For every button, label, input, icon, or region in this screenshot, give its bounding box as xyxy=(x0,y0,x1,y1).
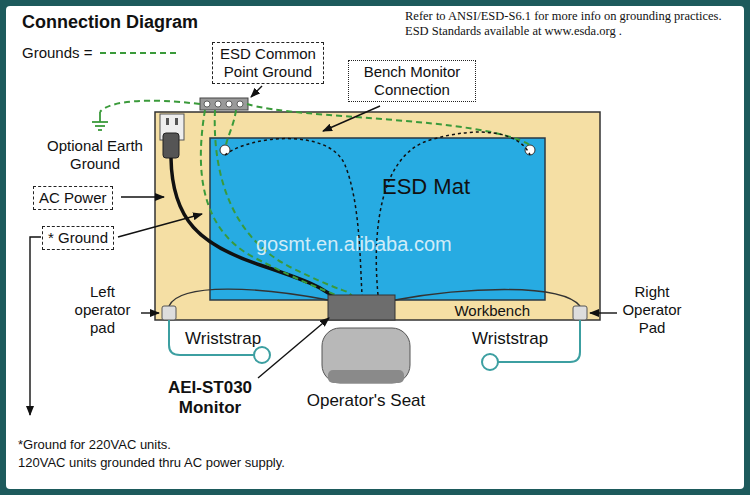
operator-pad xyxy=(573,306,587,320)
wriststrap-label: Wriststrap xyxy=(472,329,548,349)
outlet-slot xyxy=(175,118,178,125)
monitor-leads xyxy=(225,132,530,295)
node-text: ESD Mat xyxy=(382,174,470,200)
watermark: gosmt.en.alibaba.com xyxy=(256,232,452,256)
callout-box: Bench Monitor Connection xyxy=(348,60,476,102)
callout-box: ESD Common Point Ground xyxy=(212,42,324,84)
wriststrap-label: Wriststrap xyxy=(185,329,261,349)
seat-base xyxy=(328,370,404,383)
ground-jack xyxy=(226,101,232,107)
monitor xyxy=(328,295,395,320)
legend-text: Grounds = xyxy=(22,44,92,61)
ground-bar xyxy=(200,98,248,110)
legend-row: Grounds = xyxy=(22,44,182,61)
ground-wires xyxy=(100,101,530,296)
callout-box: * Ground xyxy=(42,226,114,250)
operator-pad xyxy=(162,306,176,320)
workbench: Workbench ESD Mat xyxy=(155,112,600,320)
monitor-label: AEI-ST030 Monitor xyxy=(140,378,280,419)
mat-snap xyxy=(220,145,230,155)
callout-arrows xyxy=(30,86,617,415)
ground-jack xyxy=(237,101,243,107)
node-text: AC Power xyxy=(39,189,107,207)
footnote: 120VAC units grounded thru AC power supp… xyxy=(18,455,285,471)
ground-jack xyxy=(215,101,221,107)
node-text: Bench Monitor Connection xyxy=(354,63,470,99)
panel xyxy=(6,6,744,489)
outlet-slot xyxy=(166,118,169,125)
node-text: ESD Common Point Ground xyxy=(218,45,318,81)
reference-note: Refer to ANSI/ESD-S6.1 for more info on … xyxy=(405,9,740,39)
seat-label: Operator's Seat xyxy=(298,391,434,411)
pad-label: Right Operator Pad xyxy=(607,283,697,337)
pad-label: Left operator pad xyxy=(65,283,140,337)
callout-box: AC Power xyxy=(33,186,113,210)
seat xyxy=(322,328,410,383)
ground-jack xyxy=(204,101,210,107)
diagram-title: Connection Diagram xyxy=(22,12,198,33)
esd-mat: ESD Mat xyxy=(210,138,545,300)
workbench-top xyxy=(155,112,600,320)
plug xyxy=(163,133,179,158)
footnote: *Ground for 220VAC units. xyxy=(18,437,171,453)
earth-ground-label: Optional Earth Ground xyxy=(45,137,145,173)
earth-symbol xyxy=(92,112,108,130)
node-text: Workbench xyxy=(454,302,530,319)
esd-mat xyxy=(210,138,545,300)
node-text: * Ground xyxy=(48,229,108,247)
legend-swatch xyxy=(100,48,182,58)
